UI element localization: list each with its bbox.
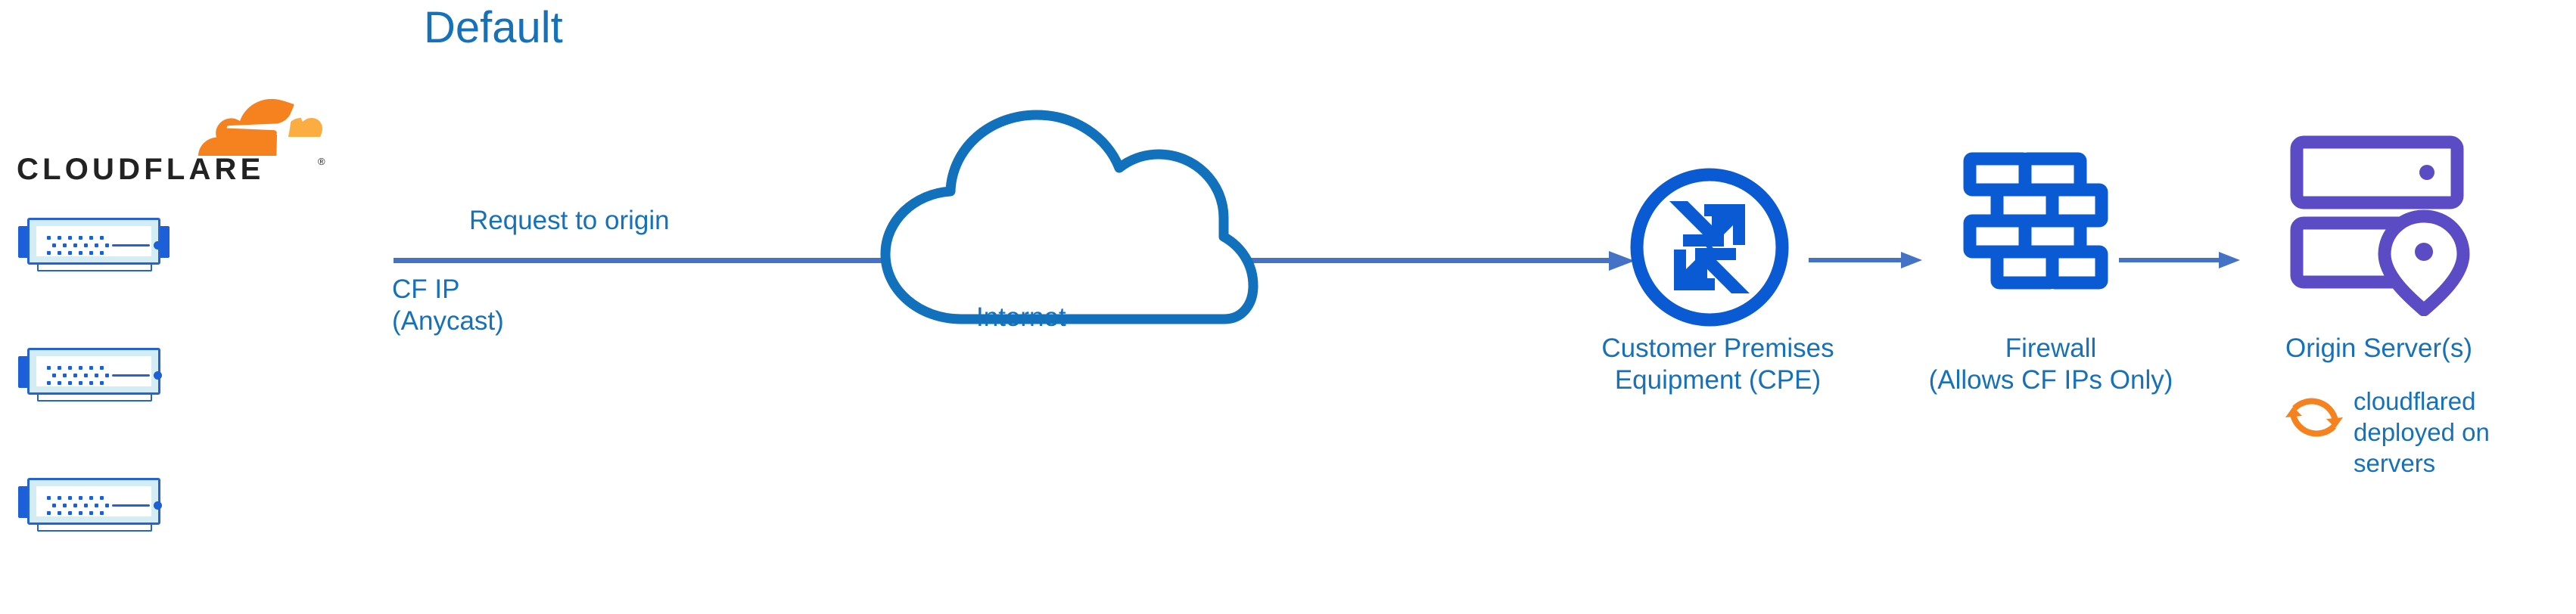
rack-indicator-line [112, 374, 150, 377]
arrow-head [2219, 252, 2240, 268]
router-icon [1627, 165, 1792, 330]
rack-power-dot [154, 241, 162, 250]
cloudflare-logo: CLOUDFLARE ® [17, 97, 334, 195]
rack-led-grid [47, 366, 109, 386]
internet-label: Internet [976, 302, 1066, 332]
rack-power-dot [154, 371, 162, 380]
rack-shelf [37, 265, 152, 271]
svg-text:®: ® [318, 156, 325, 167]
cloud-icon [855, 106, 1279, 325]
cloudflared-annotation-label: cloudflared deployed on servers [2354, 387, 2490, 477]
arrow-shaft [2119, 258, 2220, 262]
rack-tab-left [18, 226, 29, 258]
rack-tab-left [18, 356, 29, 388]
cloudflare-cloud-icon [191, 97, 338, 160]
rack-led-grid [47, 496, 109, 516]
svg-text:CLOUDFLARE: CLOUDFLARE [17, 153, 265, 186]
rack-indicator-line [112, 504, 150, 507]
server-rack-2 [18, 348, 170, 402]
rack-panel [36, 486, 162, 516]
rack-led-grid [47, 236, 109, 256]
rack-tab-right [159, 226, 170, 258]
cf-ip-anycast-label: CF IP (Anycast) [392, 274, 504, 336]
rack-tab-left [18, 486, 29, 518]
page-title: Default [424, 3, 563, 52]
arrow-cpe-to-firewall [1809, 251, 1922, 271]
rack-body [27, 218, 162, 265]
rack-shelf [37, 525, 152, 532]
arrow-shaft [1809, 258, 1902, 262]
sync-icon [2284, 387, 2344, 448]
arrow-firewall-to-origin [2119, 251, 2240, 271]
rack-body [27, 478, 162, 525]
cpe-label: Customer Premises Equipment (CPE) [1601, 333, 1834, 395]
request-to-origin-label: Request to origin [469, 206, 670, 235]
arrow-head [1901, 252, 1922, 268]
server-rack-3 [18, 478, 170, 532]
cloudflare-wordmark: CLOUDFLARE ® [17, 153, 334, 188]
rack-power-dot [154, 501, 162, 510]
rack-indicator-line [112, 244, 150, 247]
arrow-head [1609, 251, 1635, 271]
firewall-label: Firewall (Allows CF IPs Only) [1928, 333, 2173, 395]
rack-shelf [37, 395, 152, 402]
rack-body [27, 348, 162, 395]
rack-panel [36, 226, 162, 256]
origin-server-label: Origin Server(s) [2285, 333, 2472, 363]
brick-wall-icon [1960, 150, 2111, 318]
server-stack-pin-icon [2289, 135, 2471, 317]
rack-panel [36, 356, 162, 386]
server-rack-1 [18, 218, 170, 272]
